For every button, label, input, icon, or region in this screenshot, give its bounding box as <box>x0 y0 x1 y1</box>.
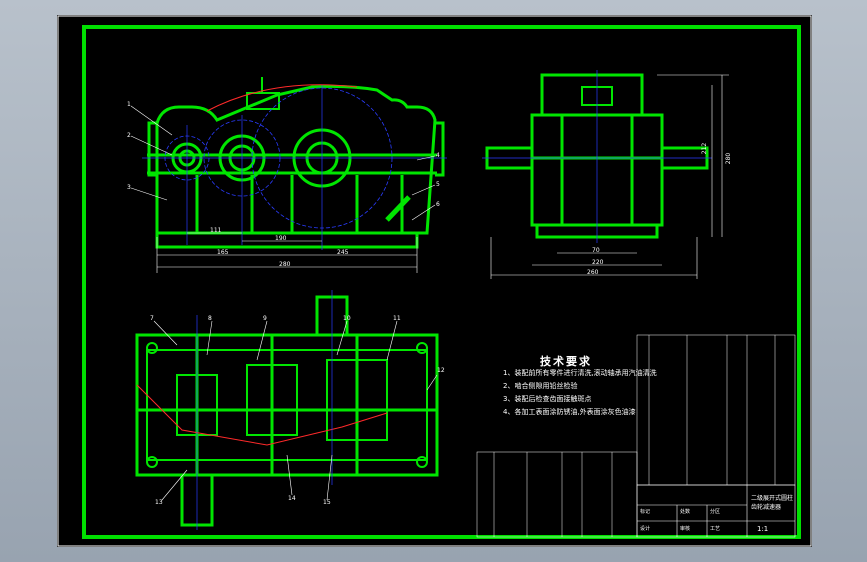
tech-requirement-item: 4、各加工表面涂防锈油,外表面涂灰色油漆 <box>503 408 636 416</box>
top-view[interactable] <box>135 295 439 527</box>
dim-front-d1: 111 <box>210 227 222 234</box>
balloon: 7 <box>150 315 154 322</box>
dim-side-d3: 260 <box>587 269 599 276</box>
top-centerlines <box>196 290 333 530</box>
balloon: 1 <box>127 101 131 108</box>
balloon: 10 <box>343 315 351 322</box>
title-block-label: 工艺 <box>710 526 721 532</box>
dim-side-d1: 70 <box>592 247 600 254</box>
side-dimensions <box>490 74 729 279</box>
top-housing <box>135 333 439 477</box>
drawing-canvas <box>57 15 812 547</box>
tech-requirements-title: 技术要求 <box>540 355 592 368</box>
title-block-name: 二级展开式圆柱齿轮减速器 <box>751 495 794 511</box>
balloon: 2 <box>127 132 131 139</box>
balloon: 8 <box>208 315 212 322</box>
bom-table-right <box>636 334 796 486</box>
front-dimensions <box>156 232 418 273</box>
front-base <box>155 231 419 249</box>
dim-front-d2: 190 <box>275 235 287 242</box>
drawing-sheet[interactable]: 111 190 165 245 280 70 220 260 212 280 1… <box>57 15 812 547</box>
balloon: 4 <box>436 152 440 159</box>
dim-side-h1: 212 <box>701 142 709 155</box>
title-block-label: 设计 <box>640 526 651 532</box>
balloon: 6 <box>436 201 440 208</box>
front-centerlines <box>142 85 447 250</box>
drawing-frame <box>82 25 801 539</box>
balloon: 5 <box>436 181 440 188</box>
tech-requirement-item: 2、啮合侧隙用铅丝检验 <box>503 382 578 390</box>
front-hidden-arc <box>206 84 358 112</box>
balloon: 12 <box>437 367 445 374</box>
title-block-frame <box>636 484 796 538</box>
balloon: 3 <box>127 184 131 191</box>
title-block-label: 处数 <box>680 509 691 515</box>
dim-front-d4: 245 <box>337 249 349 256</box>
dim-side-d2: 220 <box>592 259 604 266</box>
title-block-label: 审核 <box>680 526 691 532</box>
title-block-label: 标记 <box>640 509 651 515</box>
tech-requirement-item: 3、装配后检查齿面接触斑点 <box>503 395 592 403</box>
top-hidden-line <box>136 384 388 446</box>
title-block-label: 分区 <box>710 509 721 515</box>
front-housing <box>155 84 437 235</box>
balloon: 11 <box>393 315 401 322</box>
balloon: 15 <box>323 499 331 506</box>
dim-front-d5: 280 <box>279 261 291 268</box>
balloon: 9 <box>263 315 267 322</box>
dim-front-d3: 165 <box>217 249 229 256</box>
leader-lines <box>130 105 438 501</box>
dim-side-h2: 280 <box>725 152 733 165</box>
balloon: 13 <box>155 499 163 506</box>
side-top-cover <box>540 73 644 117</box>
bom-table-left <box>476 451 638 538</box>
tech-requirement-item: 1、装配前所有零件进行清洗,滚动轴承用汽油清洗 <box>503 369 657 377</box>
balloon: 14 <box>288 495 296 502</box>
title-block-scale: 1:1 <box>757 525 769 533</box>
front-view[interactable] <box>147 77 445 249</box>
side-centerlines <box>482 70 712 243</box>
sheet-border <box>57 15 812 547</box>
